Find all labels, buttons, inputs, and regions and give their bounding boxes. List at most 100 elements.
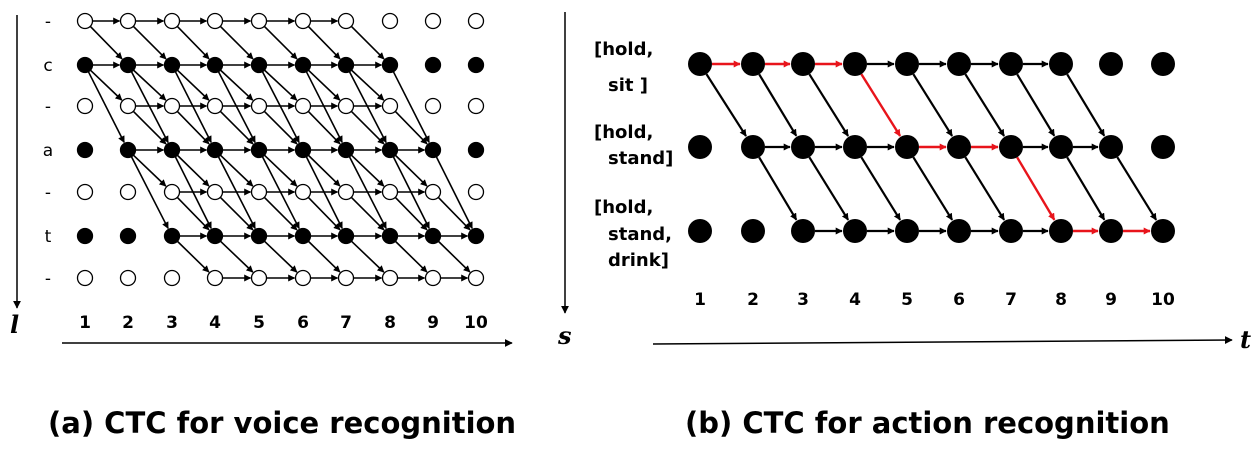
transition-arrow xyxy=(912,156,954,221)
lattice-arrow xyxy=(350,25,385,60)
state-node xyxy=(895,219,919,243)
state-label: [hold, xyxy=(594,197,653,218)
transition-arrow xyxy=(808,73,850,137)
blank-node xyxy=(250,12,268,30)
column-label: 6 xyxy=(953,290,965,310)
lattice-arrow xyxy=(263,154,298,187)
label-node xyxy=(76,141,94,159)
blank-node xyxy=(381,183,399,201)
panel-b-action-lattice: [hold,sit ][hold,stand][hold,stand,drink… xyxy=(557,12,1251,440)
lattice-arrow xyxy=(261,71,300,144)
lattice-arrow xyxy=(392,71,430,144)
lattice-arrow xyxy=(219,154,254,187)
state-node xyxy=(1099,52,1123,76)
blank-node xyxy=(424,97,442,115)
row-label: t xyxy=(45,227,52,247)
row-label: - xyxy=(45,97,51,117)
lattice-arrow xyxy=(350,196,385,231)
column-label: 9 xyxy=(427,313,439,333)
lattice-arrow xyxy=(263,110,298,145)
panel-b-horizontal-axis xyxy=(652,336,1233,345)
state-label: [hold, xyxy=(594,39,653,60)
column-label: 8 xyxy=(1055,290,1067,310)
state-node xyxy=(741,135,765,159)
transition-arrow xyxy=(1016,73,1056,137)
state-node xyxy=(1099,219,1123,243)
transition-arrow xyxy=(1116,156,1158,221)
label-node xyxy=(163,141,181,159)
lattice-arrow xyxy=(176,110,210,145)
lattice-arrow xyxy=(219,240,254,273)
blank-node xyxy=(381,269,399,287)
highlight-path-arrow xyxy=(1016,156,1056,221)
column-label: 6 xyxy=(297,313,309,333)
transition-arrow xyxy=(964,73,1006,137)
row-label: c xyxy=(43,56,52,76)
blank-node xyxy=(250,269,268,287)
state-node xyxy=(1049,52,1073,76)
lattice-arrow xyxy=(176,240,210,273)
lattice-arrow xyxy=(394,154,428,187)
lattice-arrow xyxy=(307,69,341,101)
blank-node xyxy=(250,183,268,201)
lattice-arrow xyxy=(176,69,210,101)
lattice-arrow xyxy=(307,154,341,187)
state-node xyxy=(1151,135,1175,159)
transition-arrow xyxy=(964,156,1006,221)
lattice-arrow xyxy=(307,240,341,273)
state-node xyxy=(1151,219,1175,243)
blank-node xyxy=(206,269,224,287)
label-node xyxy=(163,227,181,245)
column-label: 7 xyxy=(1005,290,1017,310)
lattice-arrow xyxy=(263,196,298,231)
state-node xyxy=(791,219,815,243)
label-node xyxy=(424,141,442,159)
panel-a-nodes xyxy=(76,12,485,287)
transition-arrow xyxy=(1066,73,1106,137)
row-label: - xyxy=(45,12,51,32)
blank-node xyxy=(76,269,94,287)
lattice-arrow xyxy=(176,25,210,60)
label-node xyxy=(250,56,268,74)
blank-node xyxy=(294,183,312,201)
blank-node xyxy=(337,97,355,115)
state-node xyxy=(791,52,815,76)
label-node xyxy=(206,56,224,74)
state-label: stand, xyxy=(608,224,672,245)
blank-node xyxy=(294,269,312,287)
state-node xyxy=(1049,219,1073,243)
state-node xyxy=(688,135,712,159)
lattice-arrow xyxy=(132,110,167,145)
transition-arrow xyxy=(912,73,954,137)
row-label: - xyxy=(45,183,51,203)
state-node xyxy=(791,135,815,159)
lattice-arrow xyxy=(350,69,385,101)
state-node xyxy=(947,219,971,243)
state-node xyxy=(1099,135,1123,159)
label-node xyxy=(76,56,94,74)
lattice-arrow xyxy=(350,240,385,273)
label-node xyxy=(119,227,137,245)
label-node xyxy=(424,227,442,245)
transition-arrow xyxy=(808,156,850,221)
state-label: drink] xyxy=(608,250,669,271)
blank-node xyxy=(206,12,224,30)
column-label: 9 xyxy=(1105,290,1117,310)
transition-arrow xyxy=(758,156,798,221)
label-node xyxy=(206,227,224,245)
lattice-arrow xyxy=(130,71,169,144)
blank-node xyxy=(294,12,312,30)
column-label: 5 xyxy=(253,313,265,333)
blank-node xyxy=(119,183,137,201)
lattice-arrow xyxy=(307,25,341,60)
label-node xyxy=(381,56,399,74)
lattice-arrow xyxy=(307,110,341,145)
lattice-arrow xyxy=(132,154,167,187)
panel-b-y-axis-label: s xyxy=(557,321,572,350)
transition-arrow xyxy=(705,73,747,137)
lattice-arrow xyxy=(89,25,123,60)
lattice-arrow xyxy=(350,110,385,145)
state-node xyxy=(1049,135,1073,159)
